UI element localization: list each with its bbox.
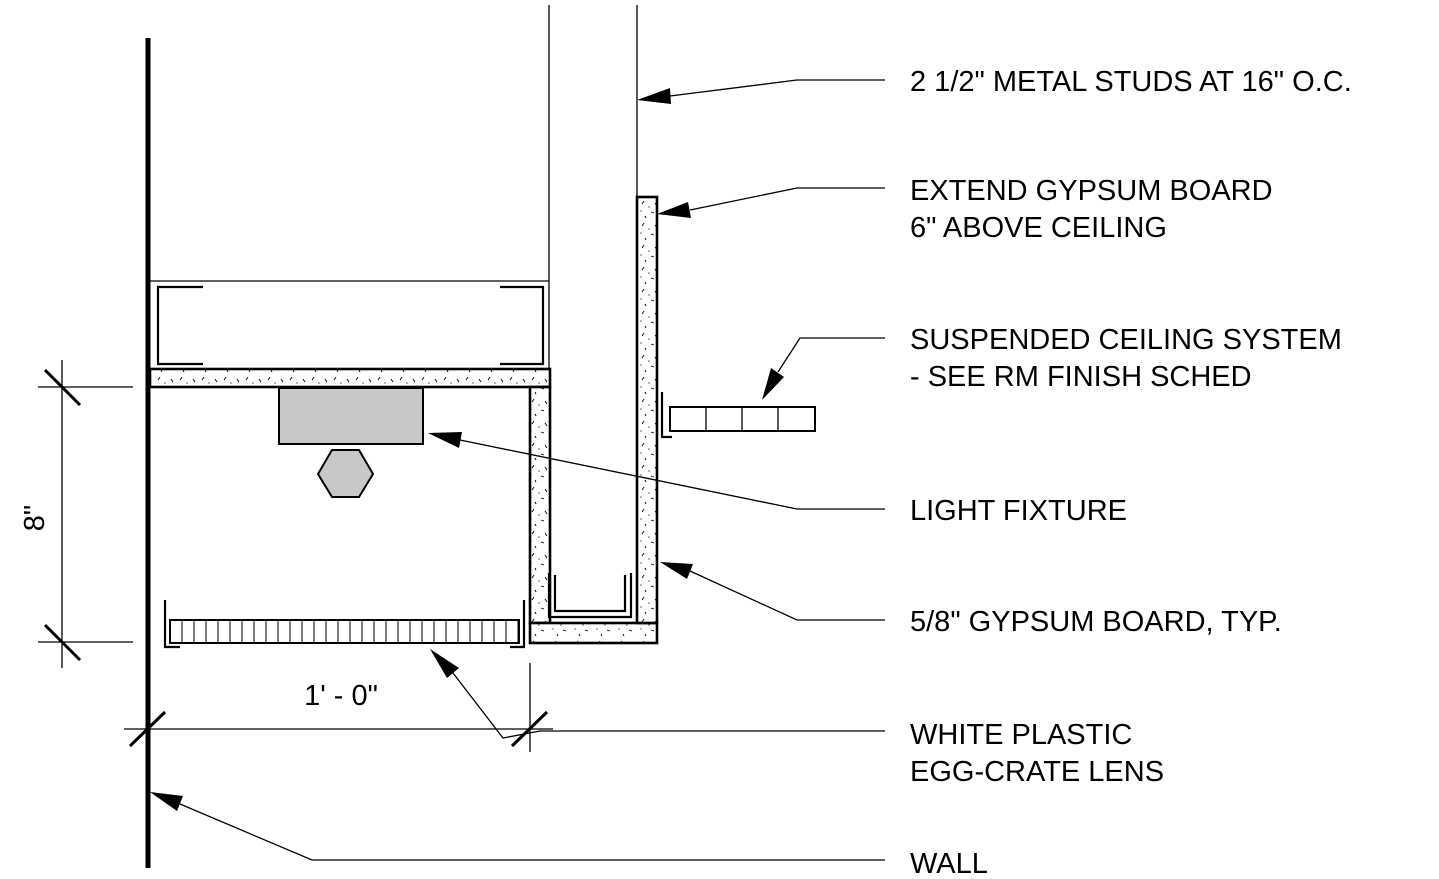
gypsum-top-hatch <box>151 370 549 386</box>
dimension-horizontal <box>124 663 553 752</box>
u-channel <box>547 573 633 619</box>
callout-wall: WALL <box>910 848 988 879</box>
callout-gyp-typ: 5/8" GYPSUM BOARD, TYP. <box>910 606 1282 638</box>
leader-ceiling <box>762 337 885 400</box>
dimension-horizontal-label: 1' - 0" <box>304 680 378 712</box>
upper-channel <box>156 285 545 366</box>
leader-wall <box>150 792 885 861</box>
dimension-vertical-label: 8" <box>19 505 51 531</box>
leader-fixture <box>428 432 885 510</box>
callout-lens: WHITE PLASTIC EGG-CRATE LENS <box>910 719 1164 788</box>
gypsum-tall-hatch <box>638 198 656 622</box>
dimension-vertical <box>38 360 133 668</box>
lamp-hexagon <box>316 449 375 498</box>
leader-lens <box>430 649 885 739</box>
suspended-ceiling-tile <box>660 392 816 439</box>
gypsum-bottom-hatch <box>531 624 656 642</box>
light-fixture-housing <box>278 387 424 445</box>
callout-ceiling: SUSPENDED CEILING SYSTEM - SEE RM FINISH… <box>910 324 1350 393</box>
egg-crate-lens <box>163 600 526 649</box>
gypsum-soffit-hatch <box>531 388 549 622</box>
leader-gyp-extend <box>657 187 885 218</box>
callout-gyp-extend: EXTEND GYPSUM BOARD 6" ABOVE CEILING <box>910 175 1281 244</box>
leader-studs <box>637 79 885 104</box>
callout-studs: 2 1/2" METAL STUDS AT 16" O.C. <box>910 66 1352 98</box>
callout-fixture: LIGHT FIXTURE <box>910 495 1127 527</box>
leader-gyp-typ <box>660 562 885 621</box>
